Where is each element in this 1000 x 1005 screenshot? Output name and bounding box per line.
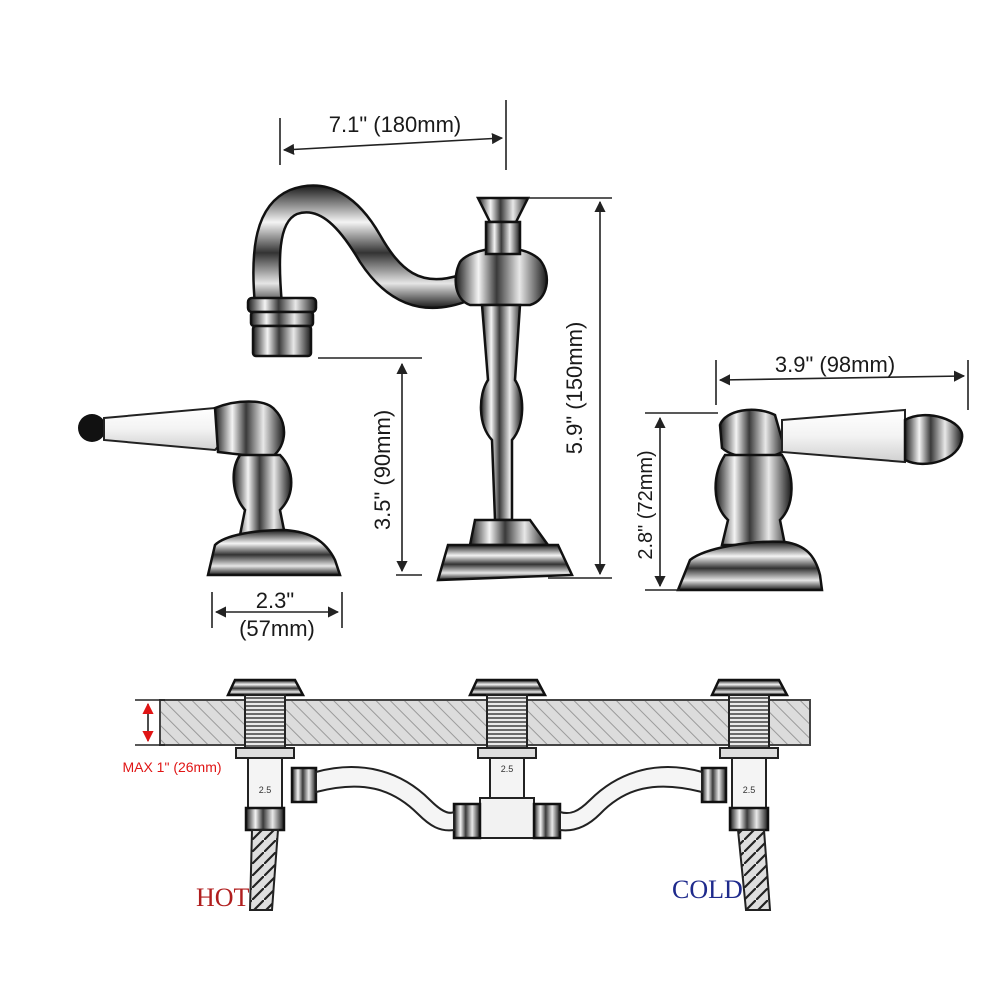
shank-left: 2.5 — [226, 678, 306, 832]
dimension-spout-reach: 7.1" (180mm) — [279, 100, 507, 170]
supply-hose-icon-hot — [248, 829, 280, 911]
dimension-spout-height: 5.9" (150mm) — [528, 197, 612, 579]
connector-hose-right — [559, 766, 728, 832]
fitting-size-center: 2.5 — [501, 764, 514, 774]
shank-right: 2.5 — [710, 678, 790, 832]
label-handle-height: 2.8" (72mm) — [635, 450, 657, 559]
shank-center: 2.5 — [468, 678, 548, 799]
supply-hose-icon-cold — [736, 829, 772, 911]
label-base-diameter-mm: (57mm) — [239, 616, 315, 641]
dimension-handle-height: 2.8" (72mm) — [635, 412, 718, 591]
label-deck-thickness: MAX 1" (26mm) — [122, 759, 221, 775]
dimension-deck-thickness: MAX 1" (26mm) — [122, 699, 222, 775]
fitting-size-right: 2.5 — [743, 785, 756, 795]
label-handle-length: 3.9" (98mm) — [775, 352, 895, 377]
faucet-spout-icon — [246, 184, 574, 582]
label-cold: COLD — [672, 875, 743, 904]
connector-hose-left — [290, 766, 455, 832]
dimension-base-diameter: 2.3" (57mm) — [211, 588, 343, 641]
label-spout-reach: 7.1" (180mm) — [329, 112, 462, 137]
label-spout-height: 5.9" (150mm) — [562, 322, 587, 455]
tee-connector-icon — [452, 797, 562, 840]
lever-handle-icon-cold — [676, 408, 964, 592]
dimension-spout-clearance: 3.5" (90mm) — [318, 357, 422, 576]
label-hot: HOT — [196, 883, 250, 912]
label-spout-clearance: 3.5" (90mm) — [370, 410, 395, 530]
fitting-size-left: 2.5 — [259, 785, 272, 795]
label-base-diameter-in: 2.3" — [256, 588, 294, 613]
lever-handle-icon-hot — [78, 400, 342, 577]
dimension-handle-length: 3.9" (98mm) — [715, 352, 969, 410]
